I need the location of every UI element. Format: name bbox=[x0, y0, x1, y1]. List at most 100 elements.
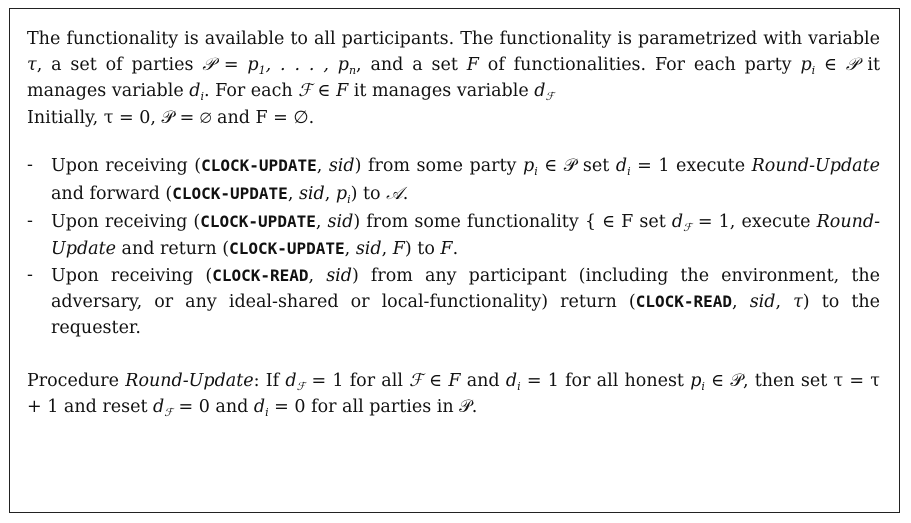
math-F: F bbox=[448, 370, 461, 391]
rule-text: ) from any participant (including the en… bbox=[51, 265, 880, 313]
math-p: p bbox=[335, 183, 348, 204]
math-F: F bbox=[440, 239, 453, 260]
intro-text: of functionalities. For each party bbox=[478, 54, 801, 75]
math-sub: ℱ bbox=[683, 220, 692, 234]
intro-text: The functionality is available to all pa… bbox=[27, 29, 880, 49]
procedure-text: Procedure bbox=[27, 370, 126, 391]
math-text: ∈ bbox=[815, 54, 846, 75]
rule-clock-update-party: - Upon receiving (CLOCK-UPDATE, sid) fro… bbox=[27, 153, 880, 208]
math-d: d bbox=[153, 397, 165, 418]
rule-clock-read: - Upon receiving ( CLOCK-READ, sid) from … bbox=[27, 263, 880, 342]
math-sub: n bbox=[348, 63, 357, 77]
math-d: d bbox=[615, 156, 628, 177]
list-bullet: - bbox=[27, 210, 33, 231]
math-d: d bbox=[505, 370, 518, 391]
rule-clock-update-functionality: - Upon receiving (CLOCK-UPDATE, sid) fro… bbox=[27, 209, 880, 263]
functionality-box bbox=[9, 8, 900, 513]
math-d: d bbox=[285, 370, 297, 391]
math-d: d bbox=[671, 211, 684, 232]
rule-text: , bbox=[315, 211, 328, 232]
intro-text: . For each bbox=[204, 81, 299, 102]
rule-text: , bbox=[316, 156, 329, 177]
procedure-text: = 1 for all bbox=[305, 370, 410, 391]
rule-text: = 1, execute bbox=[691, 211, 817, 232]
rule-text: ) to the requester. bbox=[51, 292, 880, 338]
rule-text: ) from some party bbox=[354, 156, 523, 177]
math-sub: i bbox=[265, 406, 269, 420]
math-d: d bbox=[534, 81, 546, 102]
list-bullet: - bbox=[27, 264, 33, 285]
rule-text: . bbox=[452, 239, 459, 260]
command-name: CLOCK-READ bbox=[635, 292, 733, 312]
command-name: CLOCK-UPDATE bbox=[200, 211, 316, 231]
intro-text: , and a set bbox=[356, 54, 467, 75]
intro-text: it manages variable bbox=[27, 54, 880, 102]
math-sub: 1 bbox=[258, 63, 266, 77]
round-update-procedure: Procedure Round-Update: If dℱ = 1 for al… bbox=[27, 369, 880, 422]
rule-text: , bbox=[732, 292, 750, 313]
rule-text: ∈ 𝒫 set bbox=[537, 156, 616, 177]
math-d: d bbox=[189, 81, 201, 102]
math-sub: i bbox=[517, 379, 521, 393]
math-sid: sid bbox=[327, 211, 354, 232]
math-sid: sid bbox=[298, 183, 325, 204]
intro-text: , a set of parties bbox=[36, 54, 203, 75]
math-p: p bbox=[522, 156, 535, 177]
math-tau: τ bbox=[793, 292, 803, 313]
math-sid: sid bbox=[749, 292, 776, 313]
rule-text: . bbox=[402, 183, 409, 204]
rule-text: , bbox=[287, 183, 299, 204]
rule-text: ) to bbox=[350, 183, 387, 204]
rule-text: and return ( bbox=[115, 239, 230, 260]
rule-text: , bbox=[381, 239, 393, 260]
intro-text: it manages variable bbox=[348, 81, 535, 102]
rule-text: , bbox=[308, 265, 327, 286]
math-p: p bbox=[800, 54, 812, 75]
rule-text: Upon receiving ( bbox=[51, 156, 202, 177]
rule-text: , bbox=[324, 183, 336, 204]
math-sub: i bbox=[701, 379, 705, 393]
math-sub: i bbox=[811, 63, 816, 77]
math-F: F bbox=[336, 81, 349, 102]
procedure-text: = 1 for all honest bbox=[520, 370, 691, 391]
procedure-text: = 0 and bbox=[172, 397, 254, 418]
math-sid: sid bbox=[355, 239, 382, 260]
intro-paragraph: The functionality is available to all pa… bbox=[27, 27, 880, 131]
rule-text: , bbox=[344, 239, 356, 260]
math-sid: sid bbox=[328, 156, 355, 177]
procedure-text: : If bbox=[253, 370, 286, 391]
rule-text: and forward ( bbox=[51, 183, 173, 204]
math-F: F bbox=[392, 239, 405, 260]
rule-text: ) to bbox=[404, 239, 441, 260]
math-sid: sid bbox=[326, 265, 352, 286]
math-p: p bbox=[690, 370, 702, 391]
math-d: d bbox=[253, 397, 266, 418]
procedure-name: Round-Update bbox=[125, 370, 254, 391]
procedure-name: Round-Update bbox=[751, 156, 880, 177]
math-text: = p bbox=[215, 54, 259, 75]
command-name: CLOCK-UPDATE bbox=[172, 183, 288, 203]
rule-text: Upon receiving ( bbox=[51, 211, 201, 232]
math-sub: i bbox=[347, 192, 351, 206]
command-name: CLOCK-UPDATE bbox=[201, 156, 317, 176]
math-parties: 𝒫 bbox=[845, 54, 859, 75]
math-adversary: 𝒜 bbox=[386, 183, 403, 204]
math-F: F bbox=[466, 54, 479, 75]
procedure-text: = 0 for all parties in 𝒫. bbox=[268, 397, 478, 418]
functionality-description: The functionality is available to all pa… bbox=[27, 27, 880, 422]
math-parties: 𝒫 bbox=[202, 54, 215, 75]
math-text: ∈ bbox=[311, 81, 337, 102]
math-sub: i bbox=[627, 165, 631, 179]
initial-state: Initially, τ = 0, 𝒫 = ∅ and F = ∅. bbox=[27, 107, 315, 128]
math-tau: τ bbox=[27, 54, 37, 75]
procedure-text: and bbox=[460, 370, 506, 391]
list-bullet: - bbox=[27, 155, 33, 176]
math-func: ℱ bbox=[409, 370, 423, 391]
math-text: , . . . , p bbox=[265, 54, 349, 75]
math-sub: i bbox=[534, 165, 538, 179]
math-sub: ℱ bbox=[164, 406, 173, 420]
rule-text: Upon receiving ( bbox=[51, 265, 213, 286]
rule-text: , bbox=[775, 292, 794, 313]
math-sub: i bbox=[200, 90, 205, 104]
procedure-name: Round-Update bbox=[51, 211, 880, 260]
